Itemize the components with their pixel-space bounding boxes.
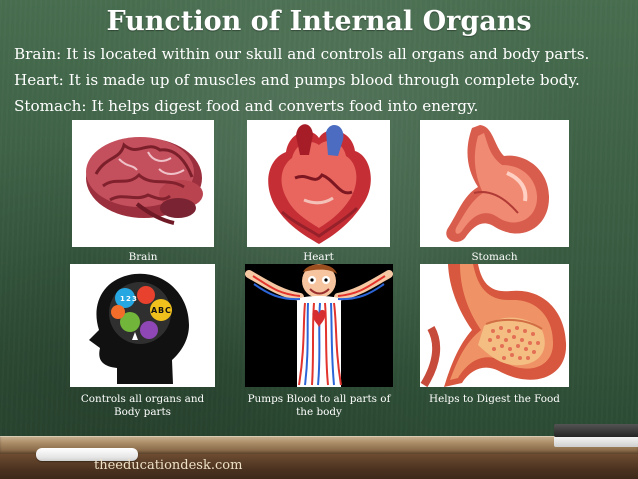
head-letter-c: C xyxy=(165,306,171,315)
circulatory-system-boy-image xyxy=(245,264,393,387)
stomach-caption: Stomach xyxy=(471,251,518,263)
head-letter-b: B xyxy=(158,306,164,315)
heart-function-caption: Pumps Blood to all parts of the body xyxy=(247,393,391,418)
brain-caption: Brain xyxy=(128,251,158,263)
head-number-2: 2 xyxy=(126,295,131,303)
chalkboard-eraser xyxy=(554,424,638,448)
head-number-3: 3 xyxy=(132,295,137,303)
eraser-felt xyxy=(554,437,638,447)
slide-title: Function of Internal Organs xyxy=(106,6,532,37)
eraser-handle xyxy=(554,424,638,437)
description-stomach: Stomach: It helps digest food and conver… xyxy=(14,97,479,115)
heart-caption: Heart xyxy=(303,251,334,263)
head-number-1: 1 xyxy=(120,295,125,303)
chalk-stick xyxy=(36,448,138,461)
brain-image xyxy=(72,120,214,247)
thinking-head-image: 1 2 3 A B C xyxy=(70,264,215,387)
stomach-image xyxy=(420,120,569,247)
description-heart: Heart: It is made up of muscles and pump… xyxy=(14,71,580,89)
heart-image xyxy=(247,120,390,247)
head-letter-a: A xyxy=(151,306,158,315)
brain-function-caption: Controls all organs and Body parts xyxy=(80,393,205,418)
description-brain: Brain: It is located within our skull an… xyxy=(14,45,590,63)
digestion-stomach-image xyxy=(420,264,569,387)
website-footer: theeducationdesk.com xyxy=(94,458,243,473)
stomach-function-caption: Helps to Digest the Food xyxy=(429,393,560,405)
chalk-ledge xyxy=(0,436,638,454)
